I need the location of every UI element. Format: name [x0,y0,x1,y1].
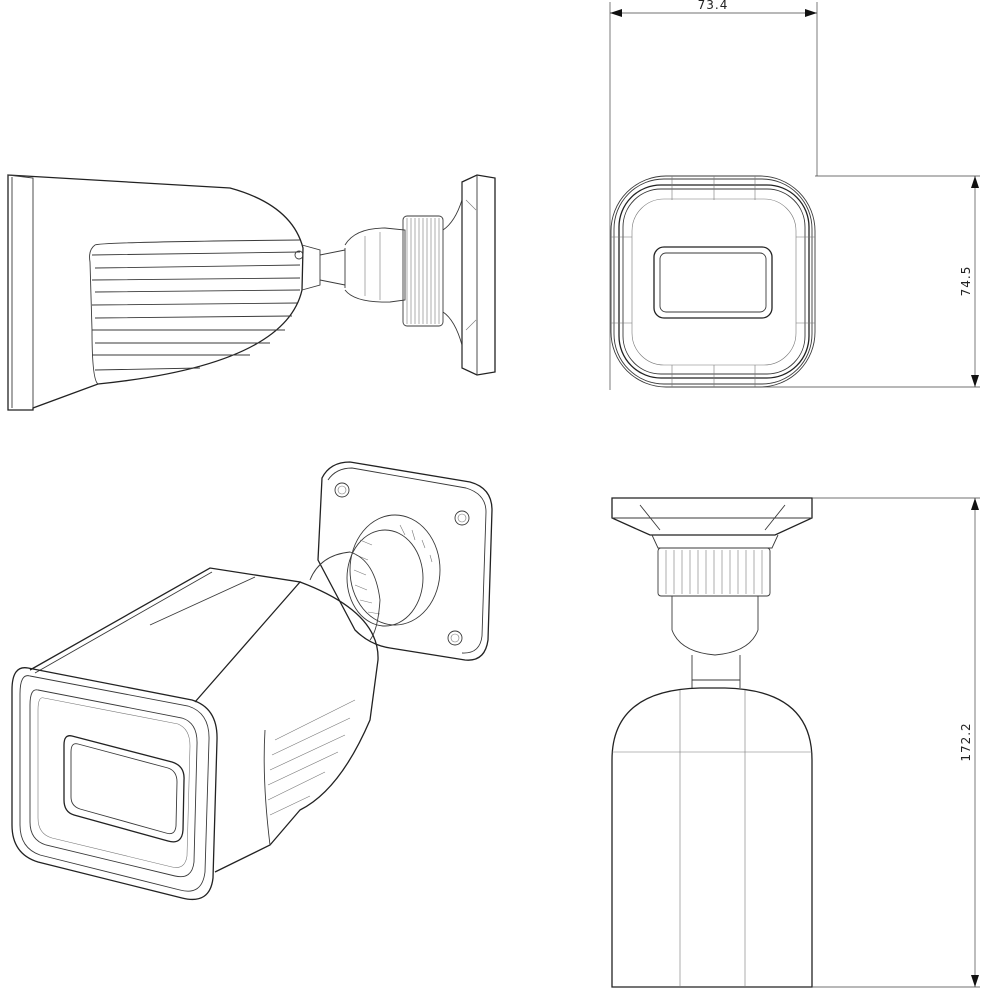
side-view [7,174,496,411]
front-view [610,175,816,388]
dimension-width: 73.4 [609,0,818,390]
dimension-length: 172.2 [812,497,980,988]
dimension-height: 74.5 [740,175,980,388]
top-view [611,497,813,988]
dimension-width-label: 73.4 [698,0,729,12]
dimension-height-label: 74.5 [959,266,973,297]
isometric-view [11,461,493,901]
dimension-length-label: 172.2 [959,722,973,761]
